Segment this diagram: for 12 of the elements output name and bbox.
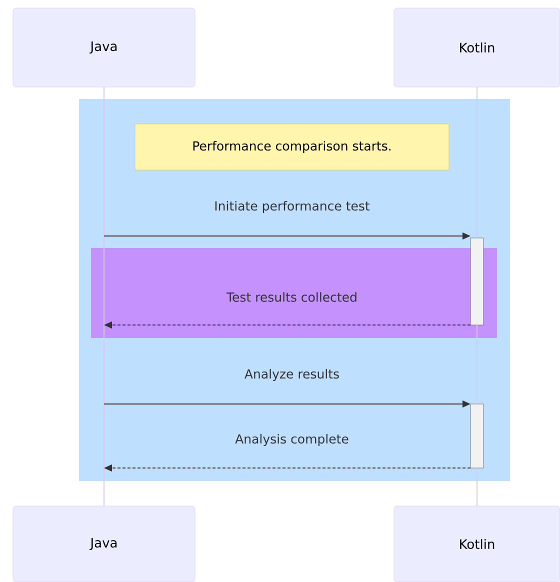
edge-label: Analyze results — [244, 368, 339, 382]
edge-label: Analysis complete — [235, 434, 348, 446]
edge-label: Test results collected — [226, 292, 356, 302]
actor-box: Kotlin — [394, 8, 560, 88]
actor-box: Java — [12, 506, 196, 582]
lifeline — [476, 468, 478, 506]
note-box: Performance comparison starts. — [134, 124, 450, 170]
actor-box: Kotlin — [394, 506, 560, 582]
actor-box: Java — [12, 8, 196, 88]
edge-label: Initiate performance test — [215, 200, 370, 214]
activation-bar — [470, 238, 484, 326]
activation-bar — [470, 404, 484, 468]
